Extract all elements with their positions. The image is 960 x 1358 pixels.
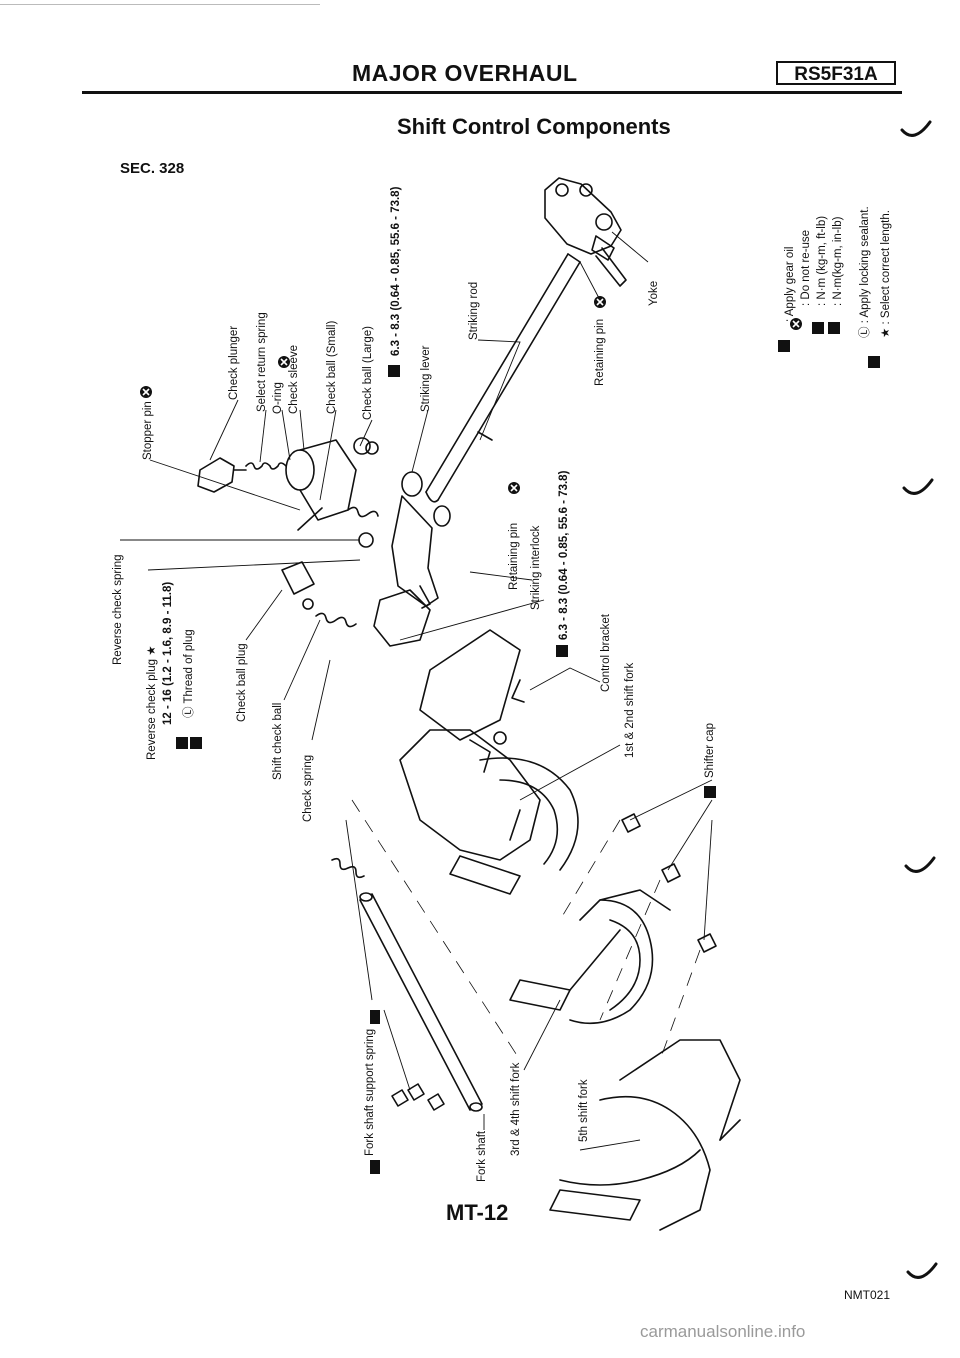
label-torque-mid: 6.3 - 8.3 (0.64 - 0.85, 55.6 - 73.8): [558, 470, 570, 640]
label-shift-fork-3-4: 3rd & 4th shift fork: [510, 1062, 522, 1156]
yoke-part: [544, 177, 627, 287]
model-code-badge: RS5F31A: [776, 61, 896, 85]
label-striking-rod: Striking rod: [468, 281, 480, 340]
shift-fork-3-4-part: [509, 889, 671, 1025]
legend-locking-sealant: Ⓛ : Apply locking sealant.: [859, 206, 871, 338]
label-retaining-pin-lower: Retaining pin: [508, 522, 520, 590]
label-plug-torque: 12 - 16 (1.2 - 1.6, 8.9 - 11.8): [162, 581, 174, 725]
label-shift-fork-1-2: 1st & 2nd shift fork: [624, 662, 636, 758]
label-shifter-cap: Shifter cap: [704, 723, 716, 778]
label-retaining-pin-upper: Retaining pin: [594, 318, 606, 386]
margin-check-marks: [900, 120, 938, 1279]
shift-fork-5-part: [549, 1039, 741, 1231]
section-title: MAJOR OVERHAUL: [352, 60, 578, 86]
check-plunger-part: [197, 437, 379, 531]
page-number: MT-12: [446, 1200, 509, 1225]
label-torque-top: 6.3 - 8.3 (0.64 - 0.85, 55.6 - 73.8): [390, 186, 402, 356]
label-reverse-check-plug: Reverse check plug ★: [146, 645, 158, 760]
legend-select-length: ★ : Select correct length.: [880, 210, 892, 338]
legend-torque-nm: : N·m (kg-m, ft-lb): [816, 215, 828, 306]
top-border-line: [0, 4, 320, 5]
label-check-plunger: Check plunger: [228, 325, 240, 400]
label-fork-shaft-support-spring: Fork shaft support spring: [364, 1028, 376, 1156]
label-yoke: Yoke: [648, 280, 660, 306]
shift-fork-1-2-part: [399, 729, 579, 895]
label-fork-shaft: Fork shaft: [476, 1130, 488, 1182]
check-ball-plug-part: [281, 506, 379, 628]
label-select-return-spring: Select return spring: [256, 312, 268, 412]
label-shift-fork-5: 5th shift fork: [578, 1079, 590, 1142]
label-striking-interlock: Striking interlock: [530, 525, 542, 610]
footer-watermark: carmanualsonline.info: [640, 1322, 806, 1341]
label-check-spring: Check spring: [302, 754, 314, 822]
sec-code: SEC. 328: [120, 160, 185, 177]
legend-gear-oil: : Apply gear oil: [784, 246, 796, 322]
label-stopper-pin: Stopper pin: [142, 401, 154, 460]
striking-rod-part: [425, 253, 581, 503]
label-check-ball-large: Check ball (Large): [362, 326, 374, 420]
label-reverse-check-spring: Reverse check spring: [112, 554, 124, 665]
shifter-caps: [621, 813, 717, 953]
label-check-ball-plug: Check ball plug: [236, 643, 248, 722]
fork-shaft-part: [331, 857, 483, 1112]
label-striking-lever: Striking lever: [420, 345, 432, 412]
figure-title: Shift Control Components: [397, 114, 671, 139]
figure-id: NMT021: [844, 1288, 891, 1302]
striking-lever-part: [391, 471, 451, 609]
control-bracket-part: [373, 589, 525, 773]
label-check-sleeve: Check sleeve: [288, 344, 300, 414]
annotation-symbols: [140, 296, 880, 1174]
support-balls: [391, 1083, 445, 1111]
legend-torque-nm-in: : N·m(kg-m, in-lb): [832, 216, 844, 306]
label-control-bracket: Control bracket: [600, 614, 612, 692]
legend-no-reuse: : Do not re-use: [800, 229, 812, 306]
label-shift-check-ball: Shift check ball: [272, 702, 284, 780]
label-thread-of-plug: Ⓛ Thread of plug: [183, 629, 195, 718]
label-check-ball-small: Check ball (Small): [326, 320, 338, 414]
header-rule: [82, 91, 902, 94]
label-o-ring: O-ring: [272, 382, 284, 414]
